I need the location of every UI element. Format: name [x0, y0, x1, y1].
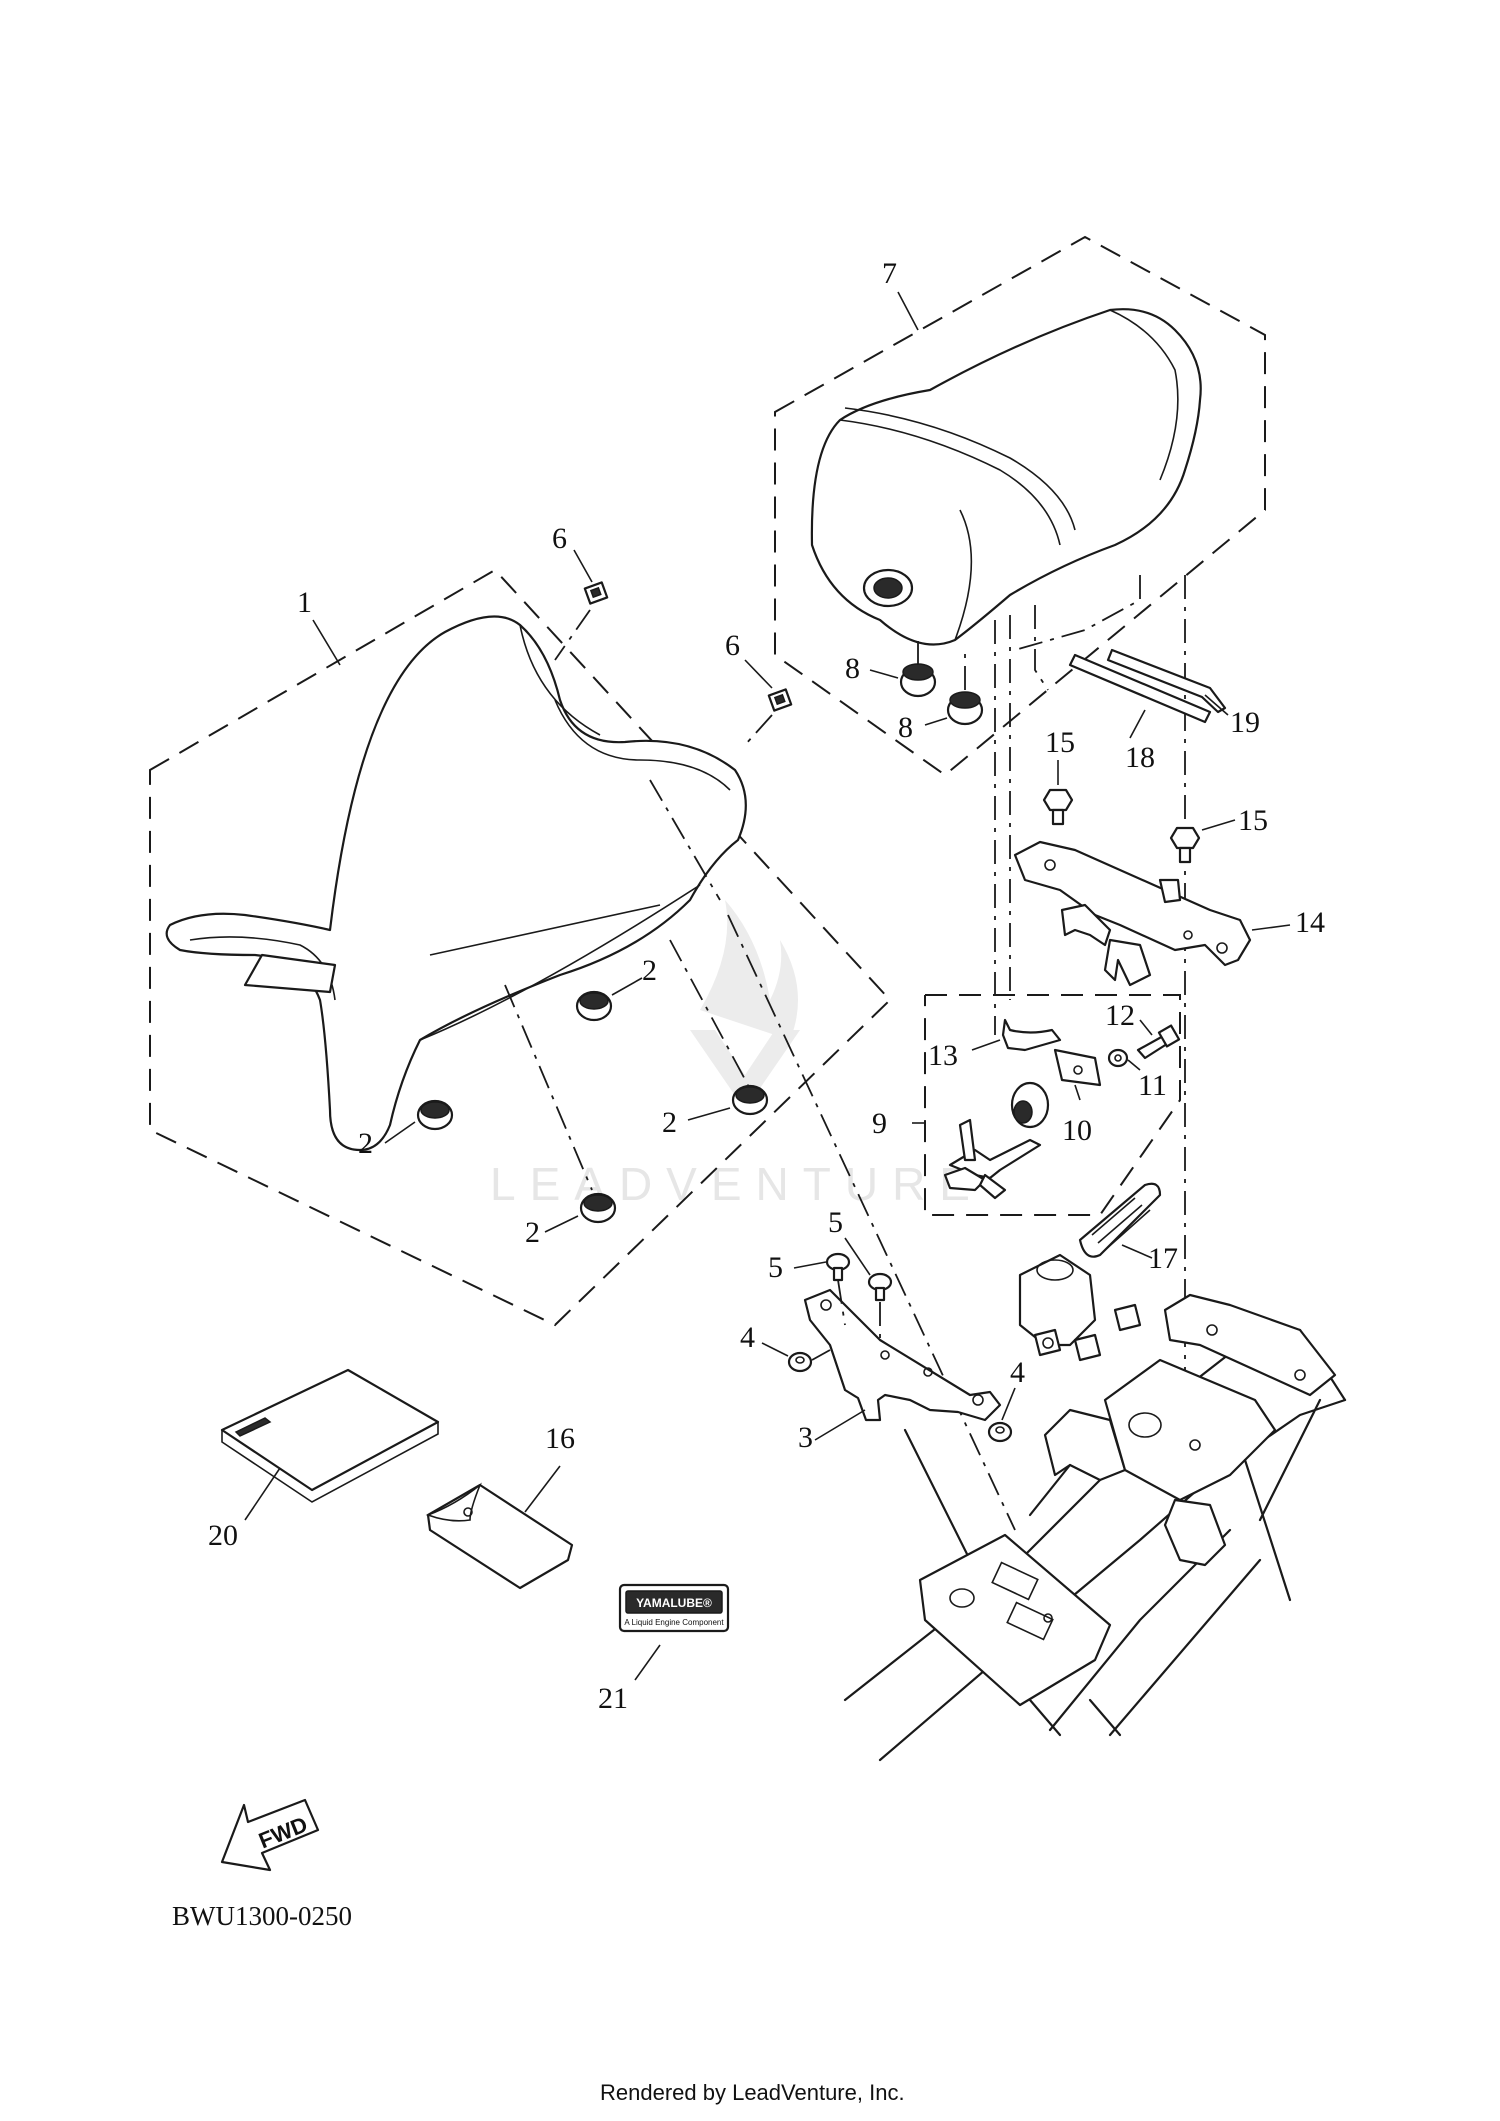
- damper-8b: [924, 650, 984, 726]
- damper-8a: [869, 640, 937, 698]
- callout-19: 19: [1230, 706, 1260, 739]
- rear-seat: [810, 308, 1202, 646]
- footer-credit: Rendered by LeadVenture, Inc.: [600, 2080, 905, 2105]
- callout-2c: 2: [662, 1106, 677, 1139]
- callout-11: 11: [1138, 1069, 1167, 1102]
- screw-5a: [793, 1252, 851, 1282]
- callout-8b: 8: [898, 711, 913, 744]
- fwd-arrow: FWD: [220, 1798, 320, 1872]
- callout-5b: 5: [828, 1206, 843, 1239]
- badge-brand: YAMALUBE®: [636, 1596, 712, 1610]
- callout-16: 16: [545, 1422, 575, 1455]
- front-seat-group: [149, 568, 892, 1327]
- callout-15b: 15: [1238, 804, 1268, 837]
- grip-17: [1078, 1182, 1162, 1259]
- callout-12: 12: [1105, 999, 1135, 1032]
- callout-8a: 8: [845, 652, 860, 685]
- callout-4b: 4: [1010, 1356, 1025, 1389]
- callout-labels: 1 2 2 2 2 3 4 4 5 5 6 6 7 8 8 9 10 11 12…: [208, 257, 1325, 1715]
- diagram-code: BWU1300-0250: [172, 1901, 352, 1931]
- clip-6b: [744, 659, 793, 746]
- nut-4a: [761, 1342, 831, 1373]
- watermark: LEADVENTURE: [490, 900, 984, 1210]
- callout-15a: 15: [1045, 726, 1075, 759]
- strap-19: [1106, 648, 1229, 716]
- callout-7: 7: [882, 257, 897, 290]
- owners-manual: [220, 1368, 440, 1521]
- callout-2a: 2: [358, 1127, 373, 1160]
- callout-2d: 2: [525, 1216, 540, 1249]
- lock-set-group: [912, 994, 1181, 1216]
- tool-pouch: [425, 1465, 574, 1590]
- callout-9: 9: [872, 1107, 887, 1140]
- callout-2b: 2: [642, 954, 657, 987]
- bolt-15a: [1042, 760, 1074, 826]
- callout-6b: 6: [725, 629, 740, 662]
- rear-seat-group: [774, 235, 1266, 1470]
- callout-3: 3: [798, 1421, 813, 1454]
- screw-5b: [844, 1237, 893, 1302]
- nut-4b: [987, 1387, 1016, 1443]
- watermark-text: LEADVENTURE: [490, 1158, 984, 1210]
- strap-18: [1068, 653, 1212, 739]
- callout-13: 13: [928, 1039, 958, 1072]
- damper-2a: [384, 1099, 454, 1144]
- callout-6a: 6: [552, 522, 567, 555]
- callout-4a: 4: [740, 1321, 755, 1354]
- badge-tagline: A Liquid Engine Component: [624, 1618, 724, 1627]
- callout-18: 18: [1125, 741, 1155, 774]
- callout-1: 1: [297, 586, 312, 619]
- damper-2c: [687, 1084, 769, 1121]
- callout-21: 21: [598, 1682, 628, 1715]
- callout-5a: 5: [768, 1251, 783, 1284]
- damper-2d: [544, 1192, 617, 1233]
- damper-2b: [575, 977, 643, 1022]
- callout-14: 14: [1295, 906, 1325, 939]
- callout-17: 17: [1148, 1242, 1178, 1275]
- bracket-14: [1013, 840, 1291, 987]
- rear-frame: [843, 1253, 1347, 1762]
- front-seat: [165, 615, 747, 1152]
- clip-6a: [554, 549, 609, 661]
- bracket-3: [803, 1288, 1002, 1441]
- yamalube-badge: YAMALUBE® A Liquid Engine Component: [618, 1583, 730, 1681]
- bolt-15b: [1169, 819, 1236, 864]
- callout-10: 10: [1062, 1114, 1092, 1147]
- callout-20: 20: [208, 1519, 238, 1552]
